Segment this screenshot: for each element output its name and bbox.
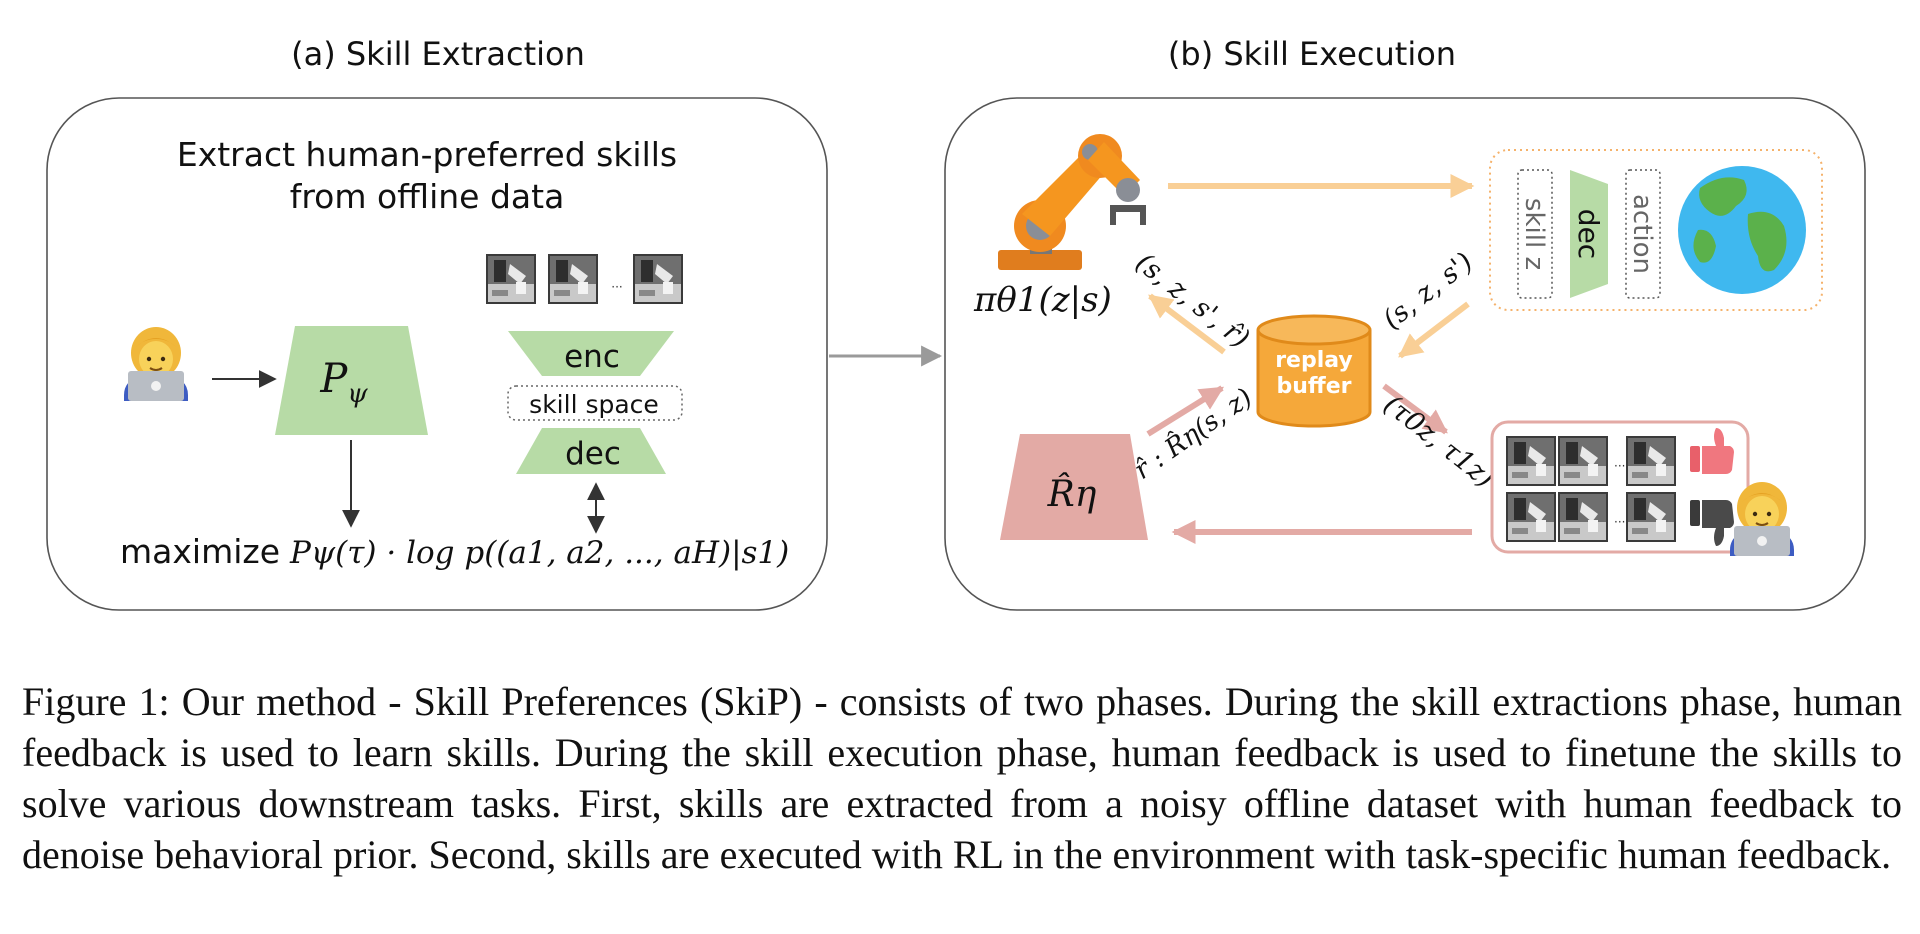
svg-text:maximize: maximize — [120, 532, 280, 571]
panel-a-heading-line2: from offline data — [290, 177, 565, 216]
panel-a-heading-line1: Extract human-preferred skills — [177, 135, 677, 174]
encoder-block: enc — [508, 331, 674, 376]
reward-model-label: R̂η — [1047, 472, 1097, 515]
dec-label-b: dec — [1572, 209, 1605, 259]
svg-text:···: ··· — [1614, 459, 1625, 473]
preference-model-p-psi: Pψ — [275, 326, 428, 435]
reward-to-buffer-arrow — [1146, 385, 1225, 437]
thumbs-up-icon — [1690, 428, 1734, 474]
robot-arm-icon — [998, 134, 1146, 270]
replay-label: replay — [1275, 348, 1353, 373]
p-psi-subscript: ψ — [347, 379, 368, 409]
svg-text:···: ··· — [1614, 515, 1625, 529]
reward-model-block: R̂η — [1000, 434, 1148, 540]
decoder-block-a: dec — [516, 428, 666, 474]
env-to-buffer-arrow — [1398, 301, 1470, 359]
buffer-label: buffer — [1276, 374, 1351, 399]
buffer-to-policy-arrow — [1148, 293, 1226, 355]
dec-label-a: dec — [565, 436, 621, 472]
human-feedback-box: ··· ··· — [1490, 420, 1750, 554]
thumbs-down-icon — [1690, 500, 1734, 546]
p-psi-label: P — [319, 356, 348, 402]
figure-caption: Figure 1: Our method - Skill Preferences… — [22, 679, 1902, 877]
skill-z-label: skill z — [1519, 198, 1549, 270]
panel-a-box — [46, 97, 828, 611]
skill-space-label: skill space — [529, 390, 659, 419]
skill-space-box: skill space — [507, 385, 683, 421]
svg-text:···: ··· — [611, 280, 622, 294]
policy-label: πθ1(z|s) — [973, 280, 1112, 320]
panel-b-title: (b) Skill Execution — [1168, 35, 1456, 73]
buffer-to-feedback-arrow — [1382, 383, 1448, 435]
earth-globe-icon — [1678, 166, 1806, 294]
enc-label: enc — [564, 339, 620, 375]
panel-a-title: (a) Skill Extraction — [291, 35, 585, 73]
robot-frames: ··· ··· — [1506, 436, 1676, 542]
action-label: action — [1627, 194, 1657, 274]
maximize-word: maximize — [120, 532, 280, 571]
objective-formula: maximize Pψ(τ) · log p((a1, a2, ..., aH)… — [120, 532, 789, 571]
replay-buffer-cylinder: replay buffer — [1256, 314, 1372, 428]
objective-formula-text: Pψ(τ) · log p((a1, a2, ..., aH)|s1) — [289, 535, 789, 571]
svg-text:Pψ: Pψ — [319, 356, 368, 409]
figure-diagram: (a) Skill Extraction Extract human-prefe… — [46, 35, 1866, 611]
environment-box: skill z dec action — [1489, 149, 1823, 311]
robot-frames: ··· — [486, 254, 683, 304]
